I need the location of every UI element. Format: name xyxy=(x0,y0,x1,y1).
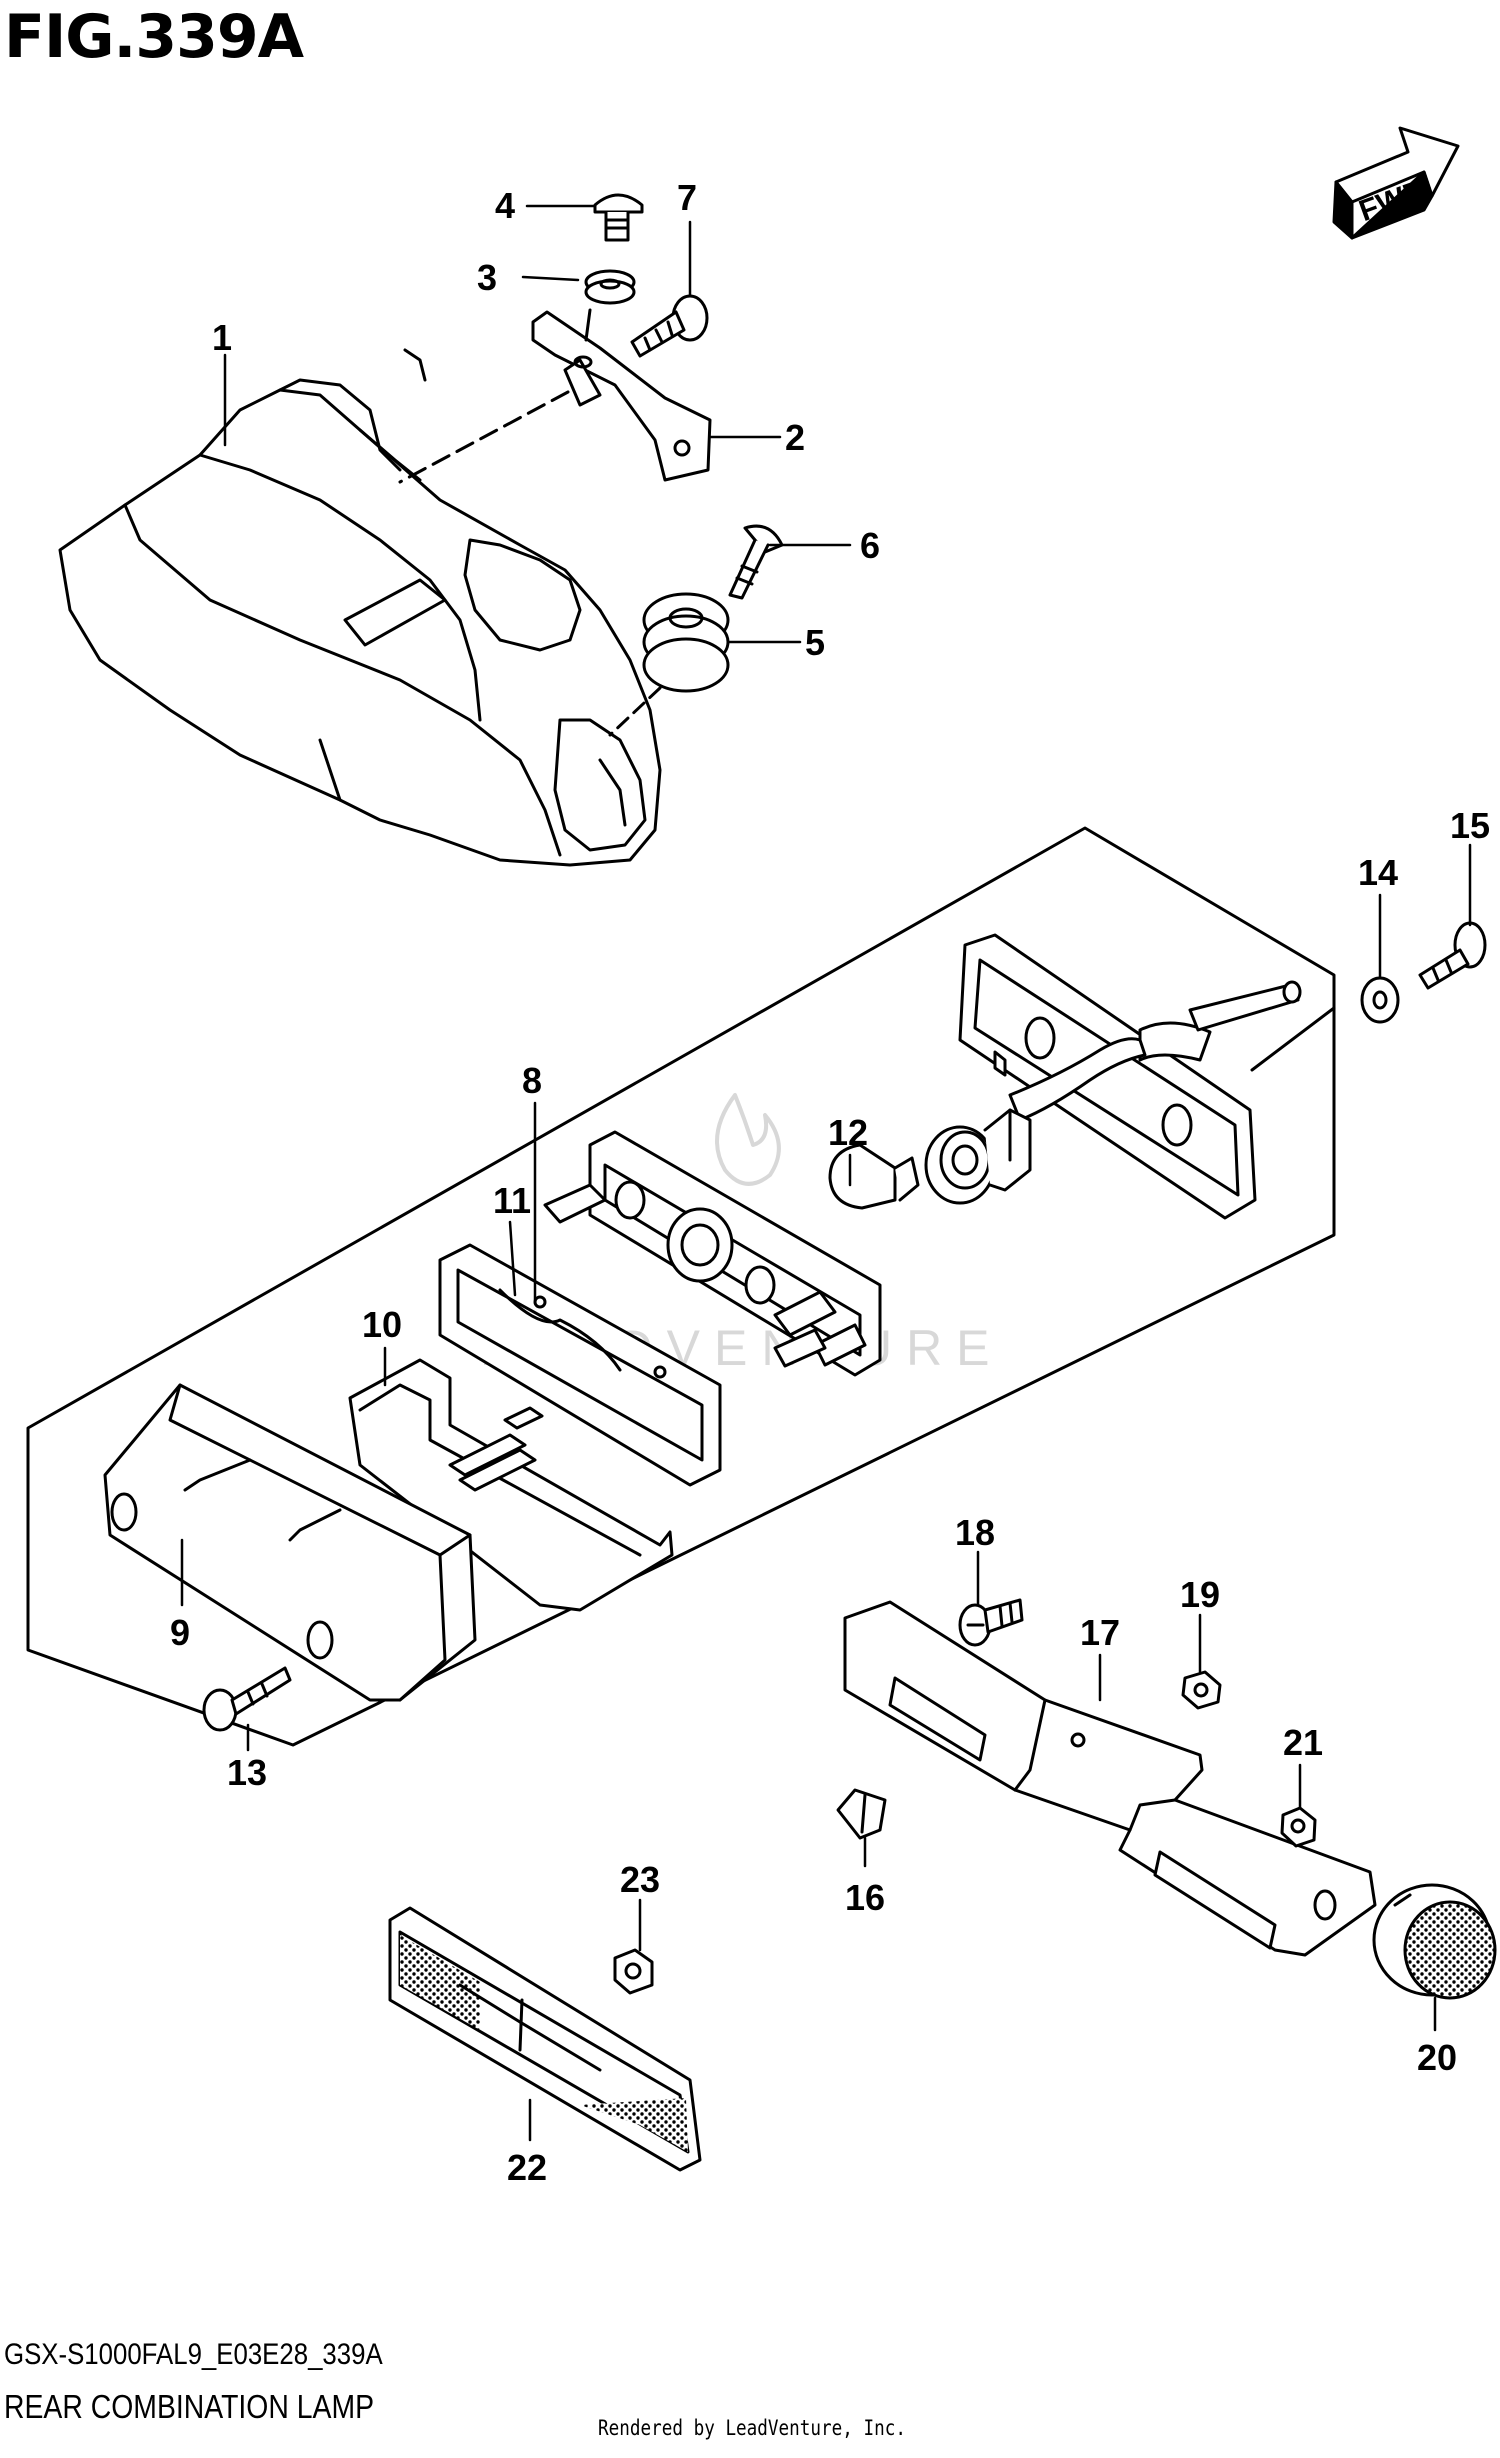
callout-4: 4 xyxy=(495,185,515,226)
lens xyxy=(103,1383,477,1702)
fwd-arrow: FWD xyxy=(1332,126,1460,240)
callout-8: 8 xyxy=(522,1060,542,1101)
bulb xyxy=(828,1143,920,1210)
callout-7: 7 xyxy=(677,177,697,218)
lamp-body xyxy=(958,933,1302,1220)
callout-20: 20 xyxy=(1417,2037,1457,2078)
callout-19: 19 xyxy=(1180,1574,1220,1615)
callout-11: 11 xyxy=(493,1180,531,1221)
bulb-socket xyxy=(924,1108,1032,1205)
screw-top xyxy=(593,193,644,242)
circuit-board xyxy=(543,1130,882,1377)
callout-9: 9 xyxy=(170,1612,190,1653)
callout-22: 22 xyxy=(507,2147,547,2188)
license-bracket xyxy=(843,1600,1377,1957)
footer-credit: Rendered by LeadVenture, Inc. xyxy=(598,2416,906,2440)
tail-lamp-housing xyxy=(58,348,662,867)
mounting-bracket xyxy=(398,310,712,484)
gasket xyxy=(438,1243,722,1487)
nut-23 xyxy=(613,1948,654,1995)
callout-10: 10 xyxy=(362,1304,402,1345)
screw-18 xyxy=(958,1598,1024,1647)
callout-3: 3 xyxy=(477,257,497,298)
rubber-grommet xyxy=(608,592,730,737)
washer xyxy=(1360,976,1400,1024)
callout-1: 1 xyxy=(212,317,232,358)
callout-labels: 1 2 3 4 5 6 7 8 9 10 11 12 13 14 15 16 1… xyxy=(170,177,1490,2188)
lamp-assembly-box xyxy=(26,826,1336,1747)
leader-lines xyxy=(180,204,1472,2142)
screw-6 xyxy=(728,524,784,600)
callout-6: 6 xyxy=(860,525,880,566)
callout-17: 17 xyxy=(1080,1612,1120,1653)
callout-5: 5 xyxy=(805,622,825,663)
grommet-small xyxy=(584,269,636,342)
callout-16: 16 xyxy=(845,1877,885,1918)
nut-19 xyxy=(1181,1670,1222,1710)
callout-21: 21 xyxy=(1283,1722,1323,1763)
callout-15: 15 xyxy=(1450,805,1490,846)
clip xyxy=(836,1788,887,1840)
callout-2: 2 xyxy=(785,417,805,458)
callout-18: 18 xyxy=(955,1512,995,1553)
callout-23: 23 xyxy=(620,1859,660,1900)
callout-13: 13 xyxy=(227,1752,267,1793)
figure-title: FIG.339A xyxy=(4,2,304,72)
round-reflector xyxy=(1372,1883,1497,2000)
screw-13 xyxy=(202,1666,292,1732)
diffuser xyxy=(348,1358,674,1612)
callout-12: 12 xyxy=(828,1112,868,1153)
model-code: GSX-S1000FAL9_E03E28_339A xyxy=(4,2338,383,2371)
rect-reflector xyxy=(388,1906,702,2172)
section-name: REAR COMBINATION LAMP xyxy=(4,2388,375,2425)
tapping-screw-7 xyxy=(630,294,709,358)
screw-15 xyxy=(1418,921,1487,990)
callout-14: 14 xyxy=(1358,852,1398,893)
